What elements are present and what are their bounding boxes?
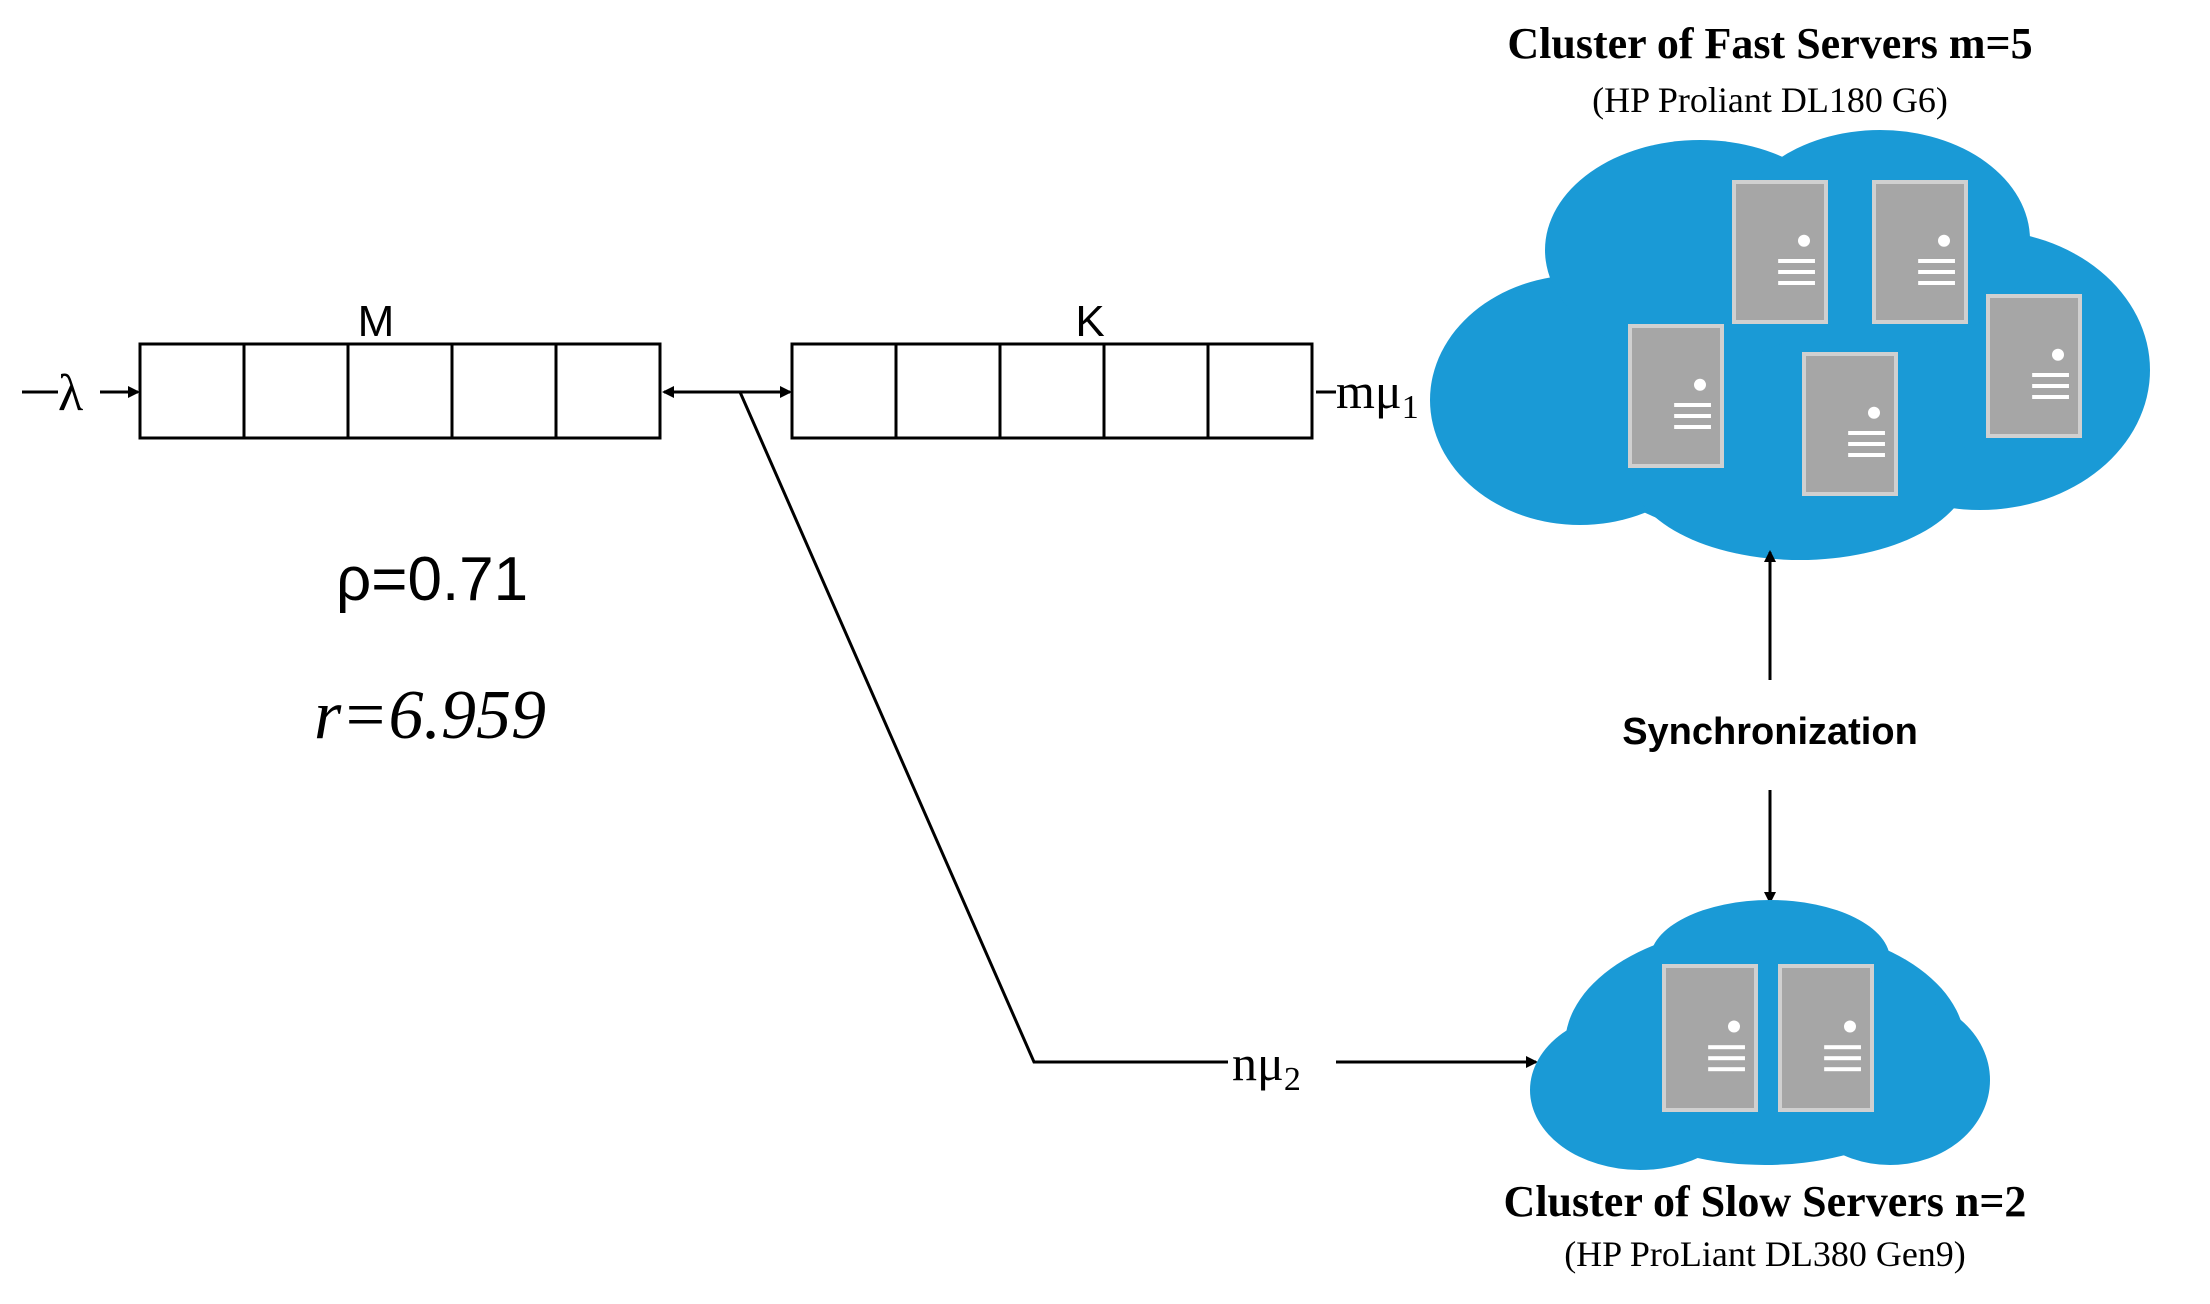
fast-cluster-title: Cluster of Fast Servers m=5 <box>1507 19 2032 68</box>
slow-path: nμ2 <box>738 391 1538 1098</box>
fast-cluster-subtitle: (HP Proliant DL180 G6) <box>1592 80 1948 120</box>
fast-link-label-sub: 1 <box>1402 389 1419 426</box>
queue-m-cell <box>242 342 350 440</box>
queue-m-cell <box>554 342 662 440</box>
queue-k-cell <box>894 342 1002 440</box>
r-value: r=6.959 <box>314 677 546 754</box>
queue-m-cell <box>138 342 246 440</box>
queue-k-cell <box>790 342 898 440</box>
rho-value: ρ=0.71 <box>336 545 528 614</box>
arrival-label: λ <box>58 365 83 422</box>
queue-m-label: M <box>358 297 395 346</box>
server-tower-icon <box>1802 352 1898 496</box>
fast-cluster-cloud <box>1430 130 2150 560</box>
fast-link: mμ1 <box>1316 363 1472 426</box>
server-tower-icon <box>1662 964 1758 1112</box>
fast-link-label-base: mμ <box>1336 363 1402 419</box>
slow-link-label-base: nμ <box>1232 1035 1284 1091</box>
queue-k-cell <box>998 342 1106 440</box>
slow-cluster-subtitle: (HP ProLiant DL380 Gen9) <box>1564 1234 1966 1274</box>
server-tower-icon <box>1986 294 2082 438</box>
queue-m-cell <box>450 342 558 440</box>
sync-label: Synchronization <box>1622 711 1918 753</box>
queue-k-label: K <box>1075 297 1104 346</box>
queue-k-cell <box>1102 342 1210 440</box>
arrival-arrow: λ <box>22 365 140 422</box>
slow-link-label: nμ2 <box>1232 1035 1301 1098</box>
server-tower-icon <box>1872 180 1968 324</box>
server-tower-icon <box>1732 180 1828 324</box>
queue-m-cell <box>346 342 454 440</box>
sync-arrow: Synchronization <box>1622 550 1918 904</box>
server-tower-icon <box>1778 964 1874 1112</box>
slow-cluster-cloud <box>1530 900 1990 1170</box>
server-tower-icon <box>1628 324 1724 468</box>
slow-cluster-title: Cluster of Slow Servers n=2 <box>1504 1177 2027 1226</box>
fast-link-label: mμ1 <box>1336 363 1419 426</box>
queue-k: K <box>790 297 1314 440</box>
queue-k-cell <box>1206 342 1314 440</box>
queue-m: M <box>138 297 662 440</box>
slow-link-label-sub: 2 <box>1284 1061 1301 1098</box>
